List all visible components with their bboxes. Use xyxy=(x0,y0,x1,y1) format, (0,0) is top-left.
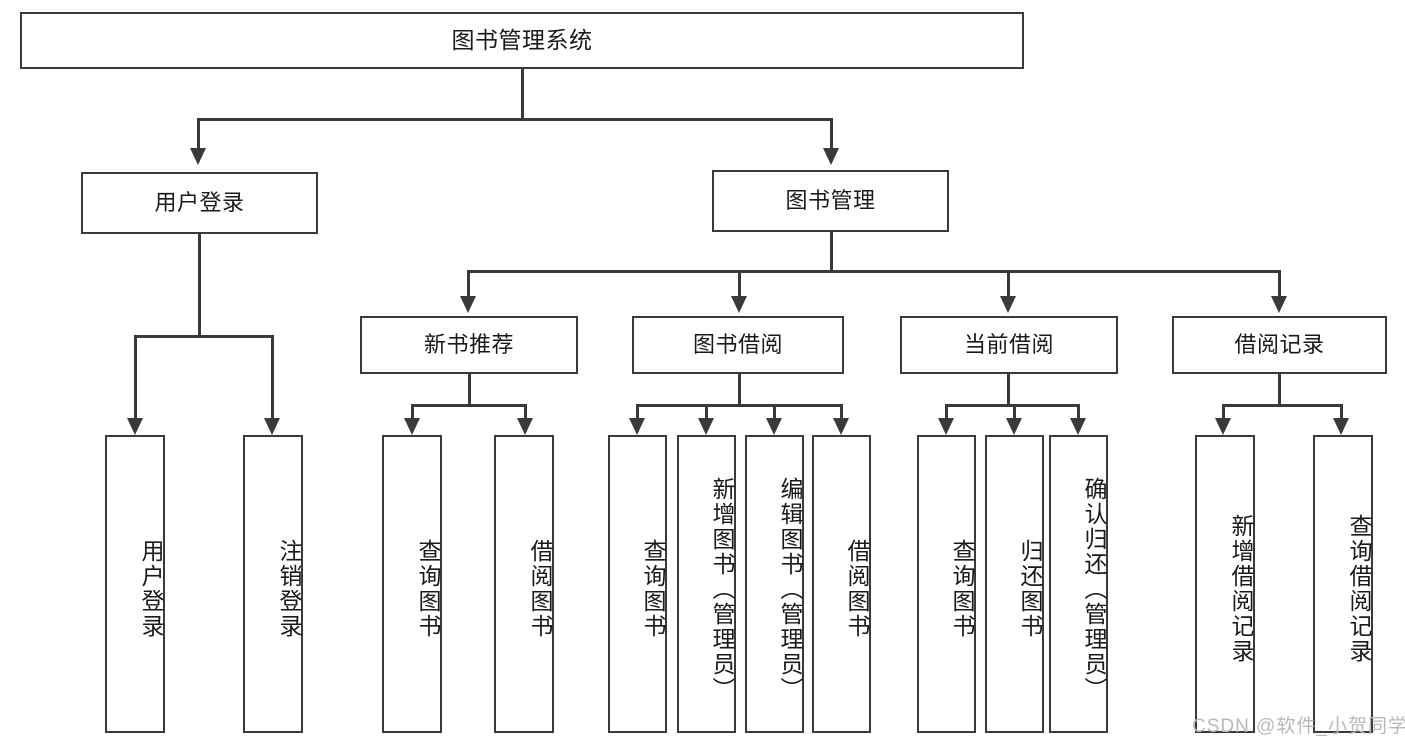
connector-book-borrow-stem xyxy=(738,374,741,406)
arrow-to-leaf-confirm-return xyxy=(1070,418,1086,435)
node-label: 用户登录 xyxy=(138,539,164,639)
arrow-to-book-management xyxy=(823,148,839,165)
leaf-node-borrow-book-new-recommend[interactable]: 借阅图书 xyxy=(494,435,554,733)
connector-new-book-recommend-bus xyxy=(411,404,526,407)
connector-drop-current-borrow xyxy=(1007,270,1010,298)
connector-drop-leaf-logout-login xyxy=(271,335,274,420)
arrow-to-leaf-user-login xyxy=(127,418,143,435)
leaf-node-edit-book[interactable]: 编辑图书（管理员） xyxy=(745,435,804,733)
node-book-management[interactable]: 图书管理 xyxy=(712,170,949,232)
connector-drop-leaf-user-login xyxy=(134,335,137,420)
connector-level3-bus xyxy=(467,270,1280,273)
connector-drop-borrow-record xyxy=(1278,270,1281,298)
node-label: 图书管理系统 xyxy=(451,26,593,53)
connector-book-management-stem xyxy=(830,232,833,272)
connector-drop-leaf-query-book-3 xyxy=(945,404,948,420)
node-label: 图书管理 xyxy=(785,187,876,213)
arrow-to-borrow-record xyxy=(1271,296,1287,313)
node-label: 归还图书 xyxy=(1017,539,1043,639)
leaf-node-confirm-return[interactable]: 确认归还（管理员） xyxy=(1049,435,1108,733)
leaf-node-borrow-book[interactable]: 借阅图书 xyxy=(812,435,871,733)
connector-drop-leaf-return-book xyxy=(1013,404,1016,420)
connector-drop-leaf-add-record xyxy=(1222,404,1225,420)
connector-book-borrow-bus xyxy=(636,404,842,407)
arrow-to-leaf-query-book-2 xyxy=(629,418,645,435)
node-label: 注销登录 xyxy=(276,539,302,639)
node-label: 借阅图书 xyxy=(844,539,870,639)
arrow-to-current-borrow xyxy=(1000,296,1016,313)
leaf-node-add-book[interactable]: 新增图书（管理员） xyxy=(677,435,736,733)
arrow-to-leaf-add-book xyxy=(698,418,714,435)
arrow-to-leaf-return-book xyxy=(1006,418,1022,435)
node-label: 新书推荐 xyxy=(423,331,514,357)
leaf-node-query-book-new-recommend[interactable]: 查询图书 xyxy=(382,435,442,733)
leaf-node-user-login[interactable]: 用户登录 xyxy=(105,435,165,733)
connector-root-stem xyxy=(521,69,524,119)
connector-new-book-recommend-stem xyxy=(468,374,471,406)
node-current-borrow[interactable]: 当前借阅 xyxy=(900,316,1118,374)
arrow-to-leaf-logout-login xyxy=(264,418,280,435)
node-book-borrow[interactable]: 图书借阅 xyxy=(632,316,844,374)
connector-level2-drop-book-management xyxy=(830,118,833,150)
node-borrow-record[interactable]: 借阅记录 xyxy=(1172,316,1387,374)
connector-drop-book-borrow xyxy=(738,270,741,298)
node-label: 确认归还（管理员） xyxy=(1081,476,1107,702)
leaf-node-return-book[interactable]: 归还图书 xyxy=(985,435,1044,733)
connector-drop-new-book-recommend xyxy=(467,270,470,298)
leaf-node-query-borrow-record[interactable]: 查询借阅记录 xyxy=(1313,435,1373,733)
arrow-to-leaf-borrow-book-1 xyxy=(517,418,533,435)
connector-drop-leaf-add-book xyxy=(705,404,708,420)
arrow-to-new-book-recommend xyxy=(460,296,476,313)
node-label: 新增借阅记录 xyxy=(1228,514,1254,664)
arrow-to-book-borrow xyxy=(731,296,747,313)
connector-drop-leaf-query-book-1 xyxy=(411,404,414,420)
connector-user-login-stem xyxy=(198,234,201,337)
connector-drop-leaf-edit-book xyxy=(773,404,776,420)
node-label: 编辑图书（管理员） xyxy=(777,476,803,702)
connector-user-login-bus xyxy=(134,335,273,338)
connector-current-borrow-stem xyxy=(1007,374,1010,406)
arrow-to-leaf-query-book-3 xyxy=(938,418,954,435)
connector-level2-bus xyxy=(197,118,832,121)
connector-drop-leaf-query-record xyxy=(1340,404,1343,420)
leaf-node-query-book-current[interactable]: 查询图书 xyxy=(917,435,976,733)
arrow-to-leaf-query-record xyxy=(1333,418,1349,435)
connector-drop-leaf-borrow-book-2 xyxy=(840,404,843,420)
node-label: 查询借阅记录 xyxy=(1346,514,1372,664)
node-label: 新增图书（管理员） xyxy=(709,476,735,702)
node-label: 借阅记录 xyxy=(1234,331,1325,357)
node-user-login[interactable]: 用户登录 xyxy=(81,172,318,234)
node-label: 用户登录 xyxy=(154,189,245,215)
connector-drop-leaf-confirm-return xyxy=(1077,404,1080,420)
arrow-to-leaf-borrow-book-2 xyxy=(833,418,849,435)
node-label: 查询图书 xyxy=(415,539,441,639)
leaf-node-query-book-borrow[interactable]: 查询图书 xyxy=(608,435,667,733)
connector-current-borrow-bus xyxy=(945,404,1079,407)
arrow-to-user-login xyxy=(190,148,206,165)
arrow-to-leaf-add-record xyxy=(1215,418,1231,435)
connector-drop-leaf-query-book-2 xyxy=(636,404,639,420)
node-label: 借阅图书 xyxy=(527,539,553,639)
connector-drop-leaf-borrow-book-1 xyxy=(524,404,527,420)
node-root-book-management-system[interactable]: 图书管理系统 xyxy=(20,12,1024,69)
node-label: 当前借阅 xyxy=(963,331,1054,357)
connector-borrow-record-bus xyxy=(1222,404,1342,407)
arrow-to-leaf-edit-book xyxy=(766,418,782,435)
leaf-node-logout-login[interactable]: 注销登录 xyxy=(243,435,303,733)
node-label: 图书借阅 xyxy=(692,331,783,357)
connector-borrow-record-stem xyxy=(1278,374,1281,406)
node-label: 查询图书 xyxy=(949,539,975,639)
node-label: 查询图书 xyxy=(640,539,666,639)
leaf-node-add-borrow-record[interactable]: 新增借阅记录 xyxy=(1195,435,1255,733)
connector-level2-drop-user-login xyxy=(197,118,200,150)
node-new-book-recommend[interactable]: 新书推荐 xyxy=(360,316,578,374)
arrow-to-leaf-query-book-1 xyxy=(404,418,420,435)
